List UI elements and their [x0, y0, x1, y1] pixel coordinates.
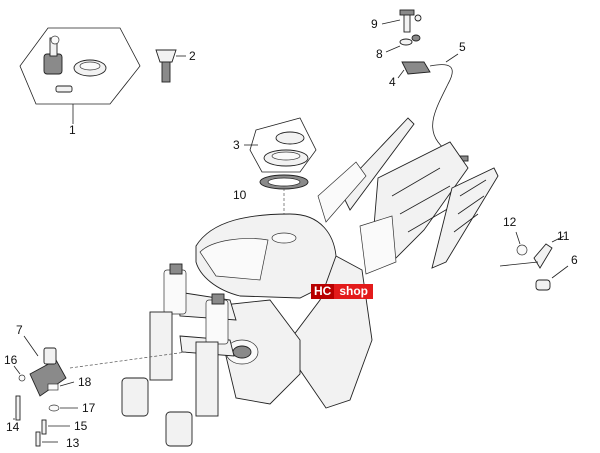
part-7-ignition-switch — [23, 335, 187, 397]
part-17-washer — [48, 404, 78, 412]
callout-2: 2 — [189, 49, 196, 63]
part-12-clip — [515, 231, 528, 256]
part-8-washer — [385, 34, 421, 53]
part-1-lock-kit — [19, 27, 141, 124]
callout-17: 17 — [82, 401, 96, 415]
part-2-key — [155, 49, 186, 83]
part-10-gasket — [259, 174, 309, 222]
callout-14: 14 — [6, 420, 20, 434]
watermark-part-b: shop — [334, 284, 374, 299]
callout-9: 9 — [371, 17, 378, 31]
callout-4: 4 — [389, 75, 396, 89]
callout-13: 13 — [66, 436, 80, 450]
callout-1: 1 — [69, 123, 76, 137]
callout-8: 8 — [376, 47, 383, 61]
callout-5: 5 — [459, 40, 466, 54]
part-6-plug — [535, 265, 569, 291]
callout-6: 6 — [571, 253, 578, 267]
callout-7: 7 — [16, 323, 23, 337]
callout-3: 3 — [233, 138, 240, 152]
callout-11: 11 — [557, 229, 570, 243]
part-13-screw — [35, 431, 58, 447]
callout-16: 16 — [4, 353, 18, 367]
front-fork-right — [165, 293, 229, 447]
part-14-bolt — [13, 395, 21, 421]
part-18-spacer — [47, 381, 75, 391]
part-11-bracket — [499, 235, 565, 269]
callout-12: 12 — [503, 215, 517, 229]
hcshop-watermark-logo: HC shop — [311, 284, 374, 299]
part-3-fuel-cap — [244, 117, 317, 173]
part-4-bracket — [397, 61, 431, 79]
part-16-washer — [13, 365, 26, 382]
callout-10: 10 — [233, 188, 247, 202]
watermark-part-a: HC — [311, 284, 335, 299]
callout-18: 18 — [78, 375, 92, 389]
callout-15: 15 — [74, 419, 88, 433]
rear-subframe — [317, 117, 499, 275]
part-15-bolt — [41, 419, 70, 435]
part-9-bolt — [381, 9, 422, 33]
front-fork-left — [121, 263, 187, 417]
